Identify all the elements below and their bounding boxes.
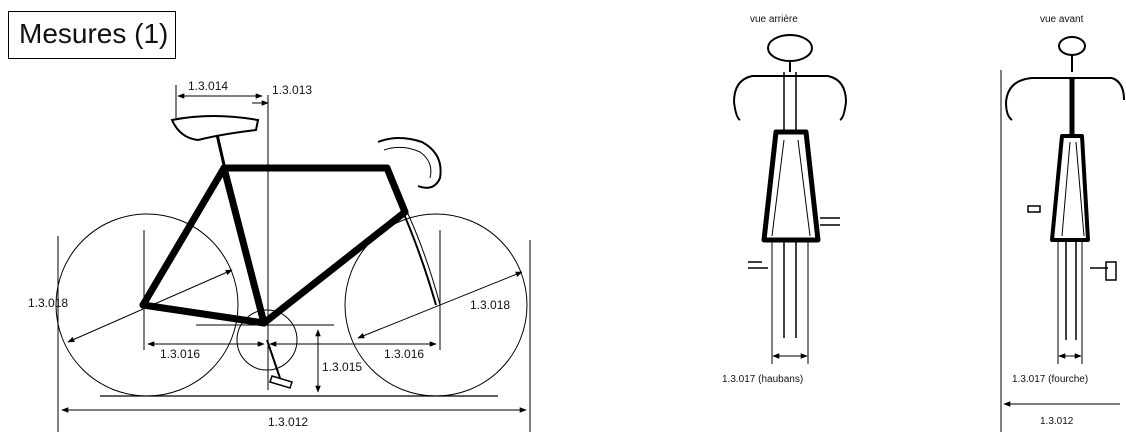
label-wheel-front: 1.3.018	[470, 298, 510, 312]
fork	[399, 204, 437, 306]
saddle	[170, 115, 260, 142]
label-overall-length: 1.3.012	[268, 415, 308, 429]
label-fork-width: 1.3.017 (fourche)	[1012, 374, 1088, 385]
rear-view	[732, 34, 848, 364]
label-front-width: 1.3.012	[1040, 416, 1074, 427]
label-saddle-setback: 1.3.014	[188, 79, 228, 93]
label-chainstay-front: 1.3.016	[384, 347, 424, 361]
rear-view-caption: vue arrière	[750, 14, 798, 25]
front-view	[1000, 36, 1125, 432]
label-chainstay-rear: 1.3.016	[160, 347, 200, 361]
title-box: Mesures (1)	[8, 11, 176, 59]
handlebar	[377, 137, 442, 189]
chainring	[236, 309, 298, 371]
label-stays-width: 1.3.017 (haubans)	[722, 374, 803, 385]
label-bb-drop: 1.3.015	[322, 360, 362, 374]
label-wheel-rear: 1.3.018	[28, 296, 68, 310]
front-view-caption: vue avant	[1040, 14, 1084, 25]
label-saddle-offset: 1.3.013	[272, 83, 312, 97]
frame	[139, 164, 409, 327]
page-title: Mesures (1)	[19, 18, 169, 49]
side-view	[55, 85, 531, 432]
